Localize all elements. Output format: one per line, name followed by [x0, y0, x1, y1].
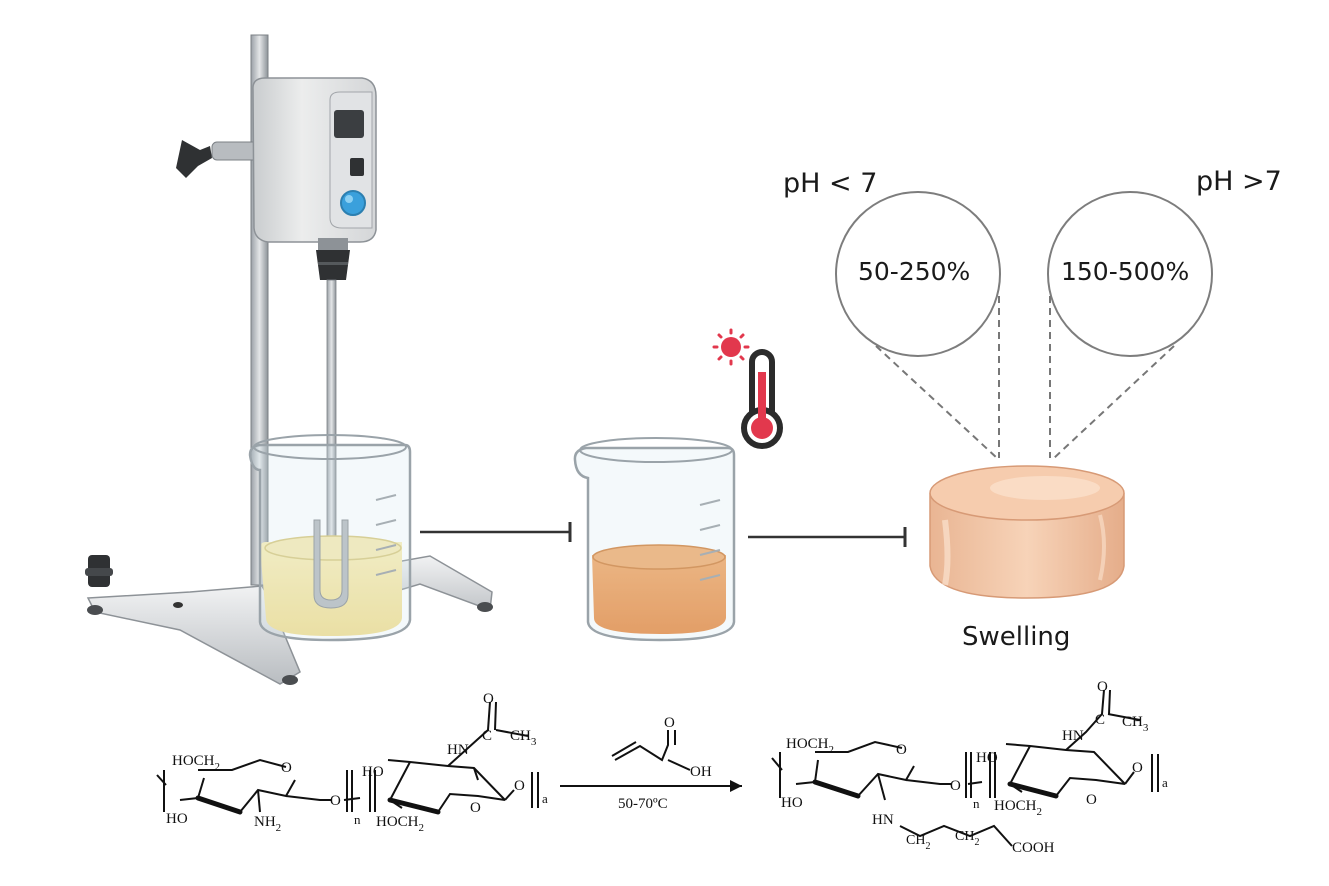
- overhead-stirrer: [85, 34, 493, 685]
- thermometer-icon: [741, 349, 783, 449]
- svg-text:O: O: [281, 760, 292, 776]
- svg-text:OH: OH: [690, 764, 712, 780]
- svg-text:COOH: COOH: [1012, 840, 1055, 856]
- svg-text:O: O: [470, 800, 481, 816]
- svg-text:HOCH2: HOCH2: [786, 736, 834, 756]
- swelling-acidic-value: 50-250%: [858, 257, 971, 286]
- svg-text:CH2: CH2: [906, 833, 930, 852]
- svg-text:HN: HN: [872, 812, 894, 828]
- heat-icon: [712, 328, 750, 366]
- svg-text:O: O: [1086, 792, 1097, 808]
- svg-text:O: O: [514, 778, 525, 794]
- svg-text:O: O: [483, 691, 494, 707]
- reaction-condition: 50-70ºC: [618, 796, 668, 812]
- svg-text:a: a: [542, 791, 548, 806]
- svg-text:C: C: [482, 728, 492, 744]
- svg-text:C: C: [1095, 712, 1105, 728]
- acrylic-acid-reagent: O OH: [611, 715, 712, 780]
- zoom-circles: [835, 191, 1213, 459]
- svg-text:O: O: [1097, 679, 1108, 695]
- beaker-heated: [573, 437, 736, 642]
- reaction-arrow: [560, 780, 742, 792]
- svg-text:HN: HN: [1062, 728, 1084, 744]
- svg-text:HOCH2: HOCH2: [172, 753, 220, 773]
- process-arrow-1: [420, 522, 572, 542]
- ph-basic-label: pH >7: [1196, 166, 1282, 197]
- svg-text:CH3: CH3: [510, 728, 537, 748]
- chitosan-structure: HOCH2 O HO NH2 O n HO HN O C CH3 HOCH2 O…: [156, 691, 548, 834]
- reaction-scheme: HOCH2 O HO NH2 O n HO HN O C CH3 HOCH2 O…: [156, 679, 1168, 856]
- svg-text:HOCH2: HOCH2: [994, 798, 1042, 818]
- product-structure: HOCH2 O HO HN CH2 CH2 COOH O n HO HN O C…: [771, 679, 1168, 856]
- svg-text:HO: HO: [166, 811, 188, 827]
- swelling-caption: Swelling: [962, 622, 1071, 652]
- swelling-basic-value: 150-500%: [1061, 257, 1190, 286]
- svg-text:NH2: NH2: [254, 814, 281, 834]
- process-arrow-2: [748, 527, 907, 547]
- svg-text:a: a: [1162, 775, 1168, 790]
- hydrogel-disk: [929, 465, 1125, 599]
- svg-text:O: O: [896, 742, 907, 758]
- svg-text:HOCH2: HOCH2: [376, 814, 424, 834]
- svg-text:O: O: [1132, 760, 1143, 776]
- beaker-solution: [248, 434, 412, 642]
- svg-text:CH2: CH2: [955, 829, 979, 848]
- svg-text:HN: HN: [447, 742, 469, 758]
- svg-text:n: n: [354, 812, 361, 827]
- svg-text:HO: HO: [362, 764, 384, 780]
- svg-text:n: n: [973, 796, 980, 811]
- svg-text:O: O: [950, 778, 961, 794]
- svg-text:CH3: CH3: [1122, 714, 1149, 734]
- svg-text:O: O: [664, 715, 675, 731]
- svg-text:O: O: [330, 793, 341, 809]
- ph-acidic-label: pH < 7: [783, 168, 878, 199]
- svg-text:HO: HO: [781, 795, 803, 811]
- svg-text:HO: HO: [976, 750, 998, 766]
